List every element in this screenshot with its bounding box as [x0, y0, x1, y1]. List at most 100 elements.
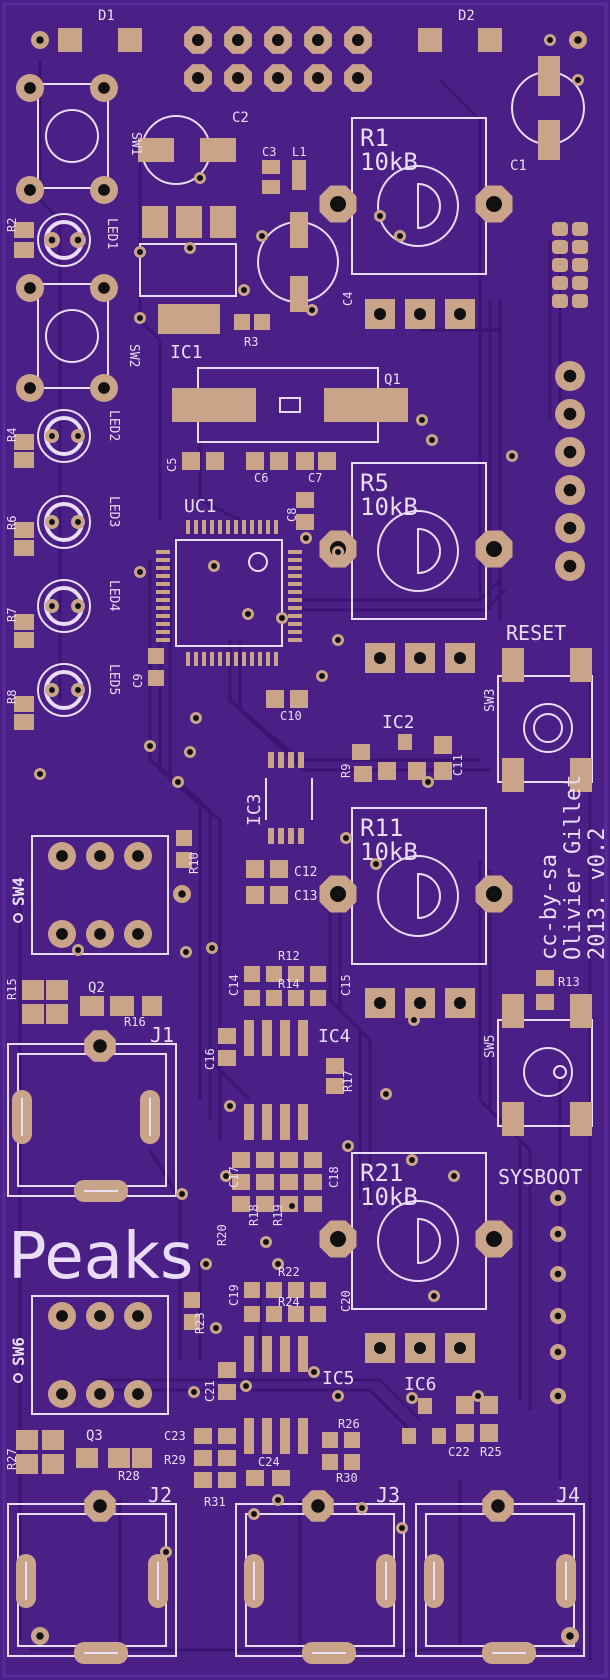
c6-pad	[270, 452, 288, 470]
drill-hole	[330, 886, 346, 902]
ic3-pin	[278, 828, 284, 844]
passive-pad	[194, 1428, 212, 1444]
via-hole	[137, 569, 143, 575]
q3-pad	[76, 1448, 98, 1468]
drill-hole	[56, 1388, 68, 1400]
drill-hole	[75, 519, 81, 525]
drill-hole	[36, 1632, 44, 1640]
via-hole	[409, 1157, 415, 1163]
resistor-pad	[14, 614, 34, 630]
drill-hole	[454, 1342, 466, 1354]
drill-hole	[98, 184, 110, 196]
drill-hole	[554, 1270, 562, 1278]
via-hole	[451, 1173, 457, 1179]
resistor-pad	[14, 522, 34, 538]
label-c2: C2	[232, 110, 249, 126]
ic1-pad	[176, 206, 202, 238]
via-hole	[227, 1103, 233, 1109]
ic5-pin	[298, 1336, 308, 1372]
drill-hole	[414, 652, 426, 664]
passive-pad	[280, 1174, 298, 1190]
label-r28: R28	[118, 1469, 140, 1483]
sw5-inner	[553, 1065, 567, 1079]
uc1-pin	[250, 520, 254, 534]
ic2-pad	[398, 734, 412, 750]
label-sw5: SW5	[483, 1035, 498, 1058]
label-r8: R8	[5, 690, 19, 704]
via-hole	[335, 637, 341, 643]
r3-pad	[254, 314, 270, 330]
r10-pad	[176, 852, 192, 868]
label-sw3: SW3	[483, 689, 498, 712]
label-r1: R1	[360, 124, 389, 152]
c9-pad	[148, 648, 164, 664]
d1-pad	[118, 28, 142, 52]
via-hole	[213, 1325, 219, 1331]
r12-pad	[244, 966, 260, 982]
c5-pad	[206, 452, 224, 470]
led-outer	[37, 495, 91, 549]
passive-pad	[232, 1196, 250, 1212]
uc1-pin	[288, 614, 302, 618]
r15-pad	[22, 980, 44, 1000]
uc1-pin	[156, 574, 170, 578]
drill-hole	[178, 890, 186, 898]
via-hole	[319, 673, 325, 679]
uc1-pin	[288, 598, 302, 602]
ic-pin	[280, 1418, 290, 1454]
ic3-pin	[298, 828, 304, 844]
pot-wiper	[417, 182, 441, 230]
ic1-tab	[158, 304, 220, 334]
drill-hole	[56, 850, 68, 862]
sw5-circle	[523, 1047, 573, 1097]
label-c14: C14	[227, 974, 241, 996]
resistor-pad	[14, 452, 34, 468]
drill-hole	[352, 72, 364, 84]
via-hole	[431, 1293, 437, 1299]
ic5-pin	[280, 1336, 290, 1372]
drill-hole	[454, 652, 466, 664]
uc1-pin	[156, 590, 170, 594]
via-hole	[75, 947, 81, 953]
uc1-pin	[288, 574, 302, 578]
resistor-pad	[14, 632, 34, 648]
header-pin	[552, 222, 568, 236]
r24-pad	[310, 1306, 326, 1322]
drill-hole	[563, 483, 577, 497]
c16-pad	[218, 1050, 236, 1066]
label-author: Olivier Gillet	[561, 775, 586, 960]
uc1-pin	[156, 622, 170, 626]
label-c20: C20	[339, 1290, 353, 1312]
label-r20: R20	[215, 1224, 229, 1246]
passive-pad	[304, 1152, 322, 1168]
drill-hole	[554, 1312, 562, 1320]
drill-hole	[93, 1039, 107, 1053]
label-c23: C23	[164, 1429, 186, 1443]
drill-hole	[93, 1499, 107, 1513]
drill-hole	[330, 1231, 346, 1247]
sw3-pad	[570, 648, 592, 682]
via-hole	[289, 1203, 295, 1209]
label-sw4: SW4	[9, 877, 28, 906]
uc1-pin	[186, 520, 190, 534]
c3-pad	[262, 160, 280, 174]
label-r3: R3	[244, 335, 258, 349]
drill-hole	[132, 850, 144, 862]
label-ic6: IC6	[404, 1374, 437, 1395]
passive-pad	[304, 1174, 322, 1190]
ic3-pin	[288, 752, 294, 768]
sw4-marker	[13, 913, 23, 923]
drill-hole	[232, 34, 244, 46]
via-hole	[179, 1191, 185, 1197]
uc1-pin	[274, 652, 278, 666]
c5-pad	[182, 452, 200, 470]
via-hole	[309, 307, 315, 313]
label-c21: C21	[203, 1380, 217, 1402]
via-hole	[211, 563, 217, 569]
uc1-pin	[258, 652, 262, 666]
drill-hole	[454, 308, 466, 320]
pot-knob-r1	[377, 165, 459, 247]
uc1-pin	[210, 520, 214, 534]
r15-pad	[22, 1004, 44, 1024]
